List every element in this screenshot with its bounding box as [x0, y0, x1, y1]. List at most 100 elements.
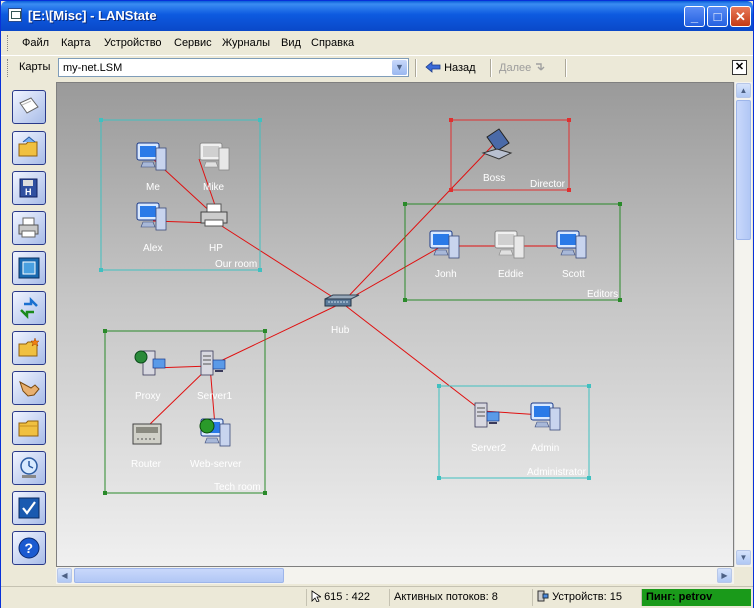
scroll-down-button[interactable]: ▼ — [736, 550, 751, 565]
menu-view[interactable]: Вид — [281, 37, 301, 49]
print-button[interactable] — [12, 211, 46, 245]
help-button[interactable]: ? — [12, 531, 46, 565]
folder-icon — [18, 420, 39, 437]
device-hp[interactable]: HP — [200, 203, 228, 254]
refresh-button[interactable] — [12, 291, 46, 325]
server-icon — [200, 350, 226, 376]
network-map-canvas[interactable]: Our room Director Editors Tech room Admi — [56, 82, 734, 567]
scroll-right-button[interactable]: ▶ — [717, 568, 732, 583]
vertical-scrollbar[interactable]: ▲ ▼ — [734, 82, 752, 567]
horizontal-scroll-thumb[interactable] — [74, 568, 284, 583]
device-web-server[interactable]: Web-server — [190, 418, 242, 470]
left-toolbar: H ? — [1, 81, 53, 581]
save-icon: H — [19, 178, 38, 198]
device-label: Proxy — [135, 391, 161, 402]
scroll-up-button[interactable]: ▲ — [736, 83, 751, 98]
menu-logs[interactable]: Журналы — [222, 37, 271, 49]
menu-map[interactable]: Карта — [61, 37, 91, 49]
group-tech-room[interactable]: Tech room — [103, 329, 267, 495]
group-editors[interactable]: Editors — [403, 202, 622, 302]
device-router[interactable]: Router — [131, 423, 162, 470]
status-ping: Пинг: petrov — [641, 589, 751, 606]
open-map-button[interactable] — [12, 131, 46, 165]
computer-icon — [429, 230, 460, 259]
proxy-server-icon — [134, 350, 166, 376]
back-button[interactable]: Назад — [425, 59, 476, 77]
vertical-scroll-thumb[interactable] — [736, 100, 751, 240]
device-hub[interactable]: Hub — [324, 294, 360, 336]
menu-help[interactable]: Справка — [311, 37, 355, 49]
maximize-button[interactable]: □ — [707, 6, 728, 27]
group-label-tech-room: Tech room — [214, 482, 261, 493]
horizontal-scrollbar[interactable]: ◀ ▶ — [56, 567, 734, 584]
coords-value: 615 : 422 — [324, 591, 370, 603]
device-label: Admin — [531, 443, 559, 454]
scroll-left-button[interactable]: ◀ — [57, 568, 72, 583]
chevron-down-icon[interactable]: ▼ — [392, 60, 407, 75]
menu-service[interactable]: Сервис — [174, 37, 212, 49]
status-coords: 615 : 422 — [306, 589, 386, 606]
device-label: Me — [146, 182, 160, 193]
group-our-room[interactable]: Our room — [99, 118, 262, 272]
arrow-left-icon — [425, 61, 441, 73]
device-proxy[interactable]: Proxy — [134, 350, 166, 402]
status-bar: 615 : 422 Активных потоков: 8 Устройств:… — [1, 586, 753, 608]
router-icon — [132, 423, 162, 445]
edit-check-icon — [18, 497, 40, 519]
clock-monitor-icon — [20, 457, 38, 478]
save-map-button[interactable]: H — [12, 171, 46, 205]
device-alex[interactable]: Alex — [136, 202, 167, 254]
computer-icon — [136, 202, 167, 231]
device-eddie[interactable]: Eddie — [494, 230, 525, 280]
device-mike[interactable]: Mike — [199, 142, 230, 193]
toolbar-separator — [415, 59, 417, 77]
device-scott[interactable]: Scott — [556, 230, 587, 280]
status-devices: Устройств: 15 — [532, 589, 638, 606]
device-admin[interactable]: Admin — [530, 402, 561, 454]
device-label: Server2 — [471, 443, 506, 454]
folder-button[interactable] — [12, 411, 46, 445]
device-boss[interactable]: Boss — [481, 128, 513, 184]
app-icon — [8, 8, 22, 22]
monitor-button[interactable] — [12, 451, 46, 485]
menu-grip — [7, 35, 11, 51]
web-server-icon — [199, 418, 231, 447]
window-title: [E:\[Misc] - LANState — [28, 8, 157, 23]
pointer-tool-button[interactable] — [12, 371, 46, 405]
close-panel-button[interactable]: ✕ — [732, 60, 747, 75]
map-select[interactable]: my-net.LSM ▼ — [58, 58, 409, 77]
device-jonh[interactable]: Jonh — [429, 230, 460, 280]
group-label-administrator: Administrator — [527, 467, 587, 478]
back-label: Назад — [444, 62, 476, 74]
close-button[interactable]: ✕ — [730, 6, 751, 27]
computer-icon — [556, 230, 587, 259]
computer-offline-icon — [494, 230, 525, 259]
hub-icon — [324, 294, 360, 307]
device-server1[interactable]: Server1 — [197, 350, 232, 402]
device-label: Scott — [562, 269, 585, 280]
select-area-button[interactable] — [12, 251, 46, 285]
title-bar[interactable]: [E:\[Misc] - LANState _ □ ✕ — [1, 1, 753, 31]
svg-text:?: ? — [25, 540, 34, 556]
new-map-button[interactable] — [12, 90, 46, 124]
edit-button[interactable] — [12, 491, 46, 525]
toolbar-separator — [565, 59, 567, 77]
network-map[interactable]: Our room Director Editors Tech room Admi — [57, 83, 733, 566]
group-director[interactable]: Director — [449, 118, 571, 192]
menu-file[interactable]: Файл — [22, 37, 50, 49]
device-label: Alex — [143, 243, 162, 254]
device-label: Mike — [203, 182, 225, 193]
device-server2[interactable]: Server2 — [471, 402, 506, 454]
scan-network-button[interactable] — [12, 331, 46, 365]
device-label: Eddie — [498, 269, 524, 280]
devices-count: Устройств: 15 — [552, 591, 622, 603]
select-area-icon — [18, 257, 40, 279]
menu-device[interactable]: Устройство — [104, 37, 162, 49]
group-administrator[interactable]: Administrator — [437, 384, 591, 480]
cursor-icon — [311, 590, 323, 603]
minimize-button[interactable]: _ — [684, 6, 705, 27]
forward-button[interactable]: Далее — [499, 59, 548, 77]
refresh-icon — [20, 296, 38, 320]
device-me[interactable]: Me — [136, 142, 167, 193]
